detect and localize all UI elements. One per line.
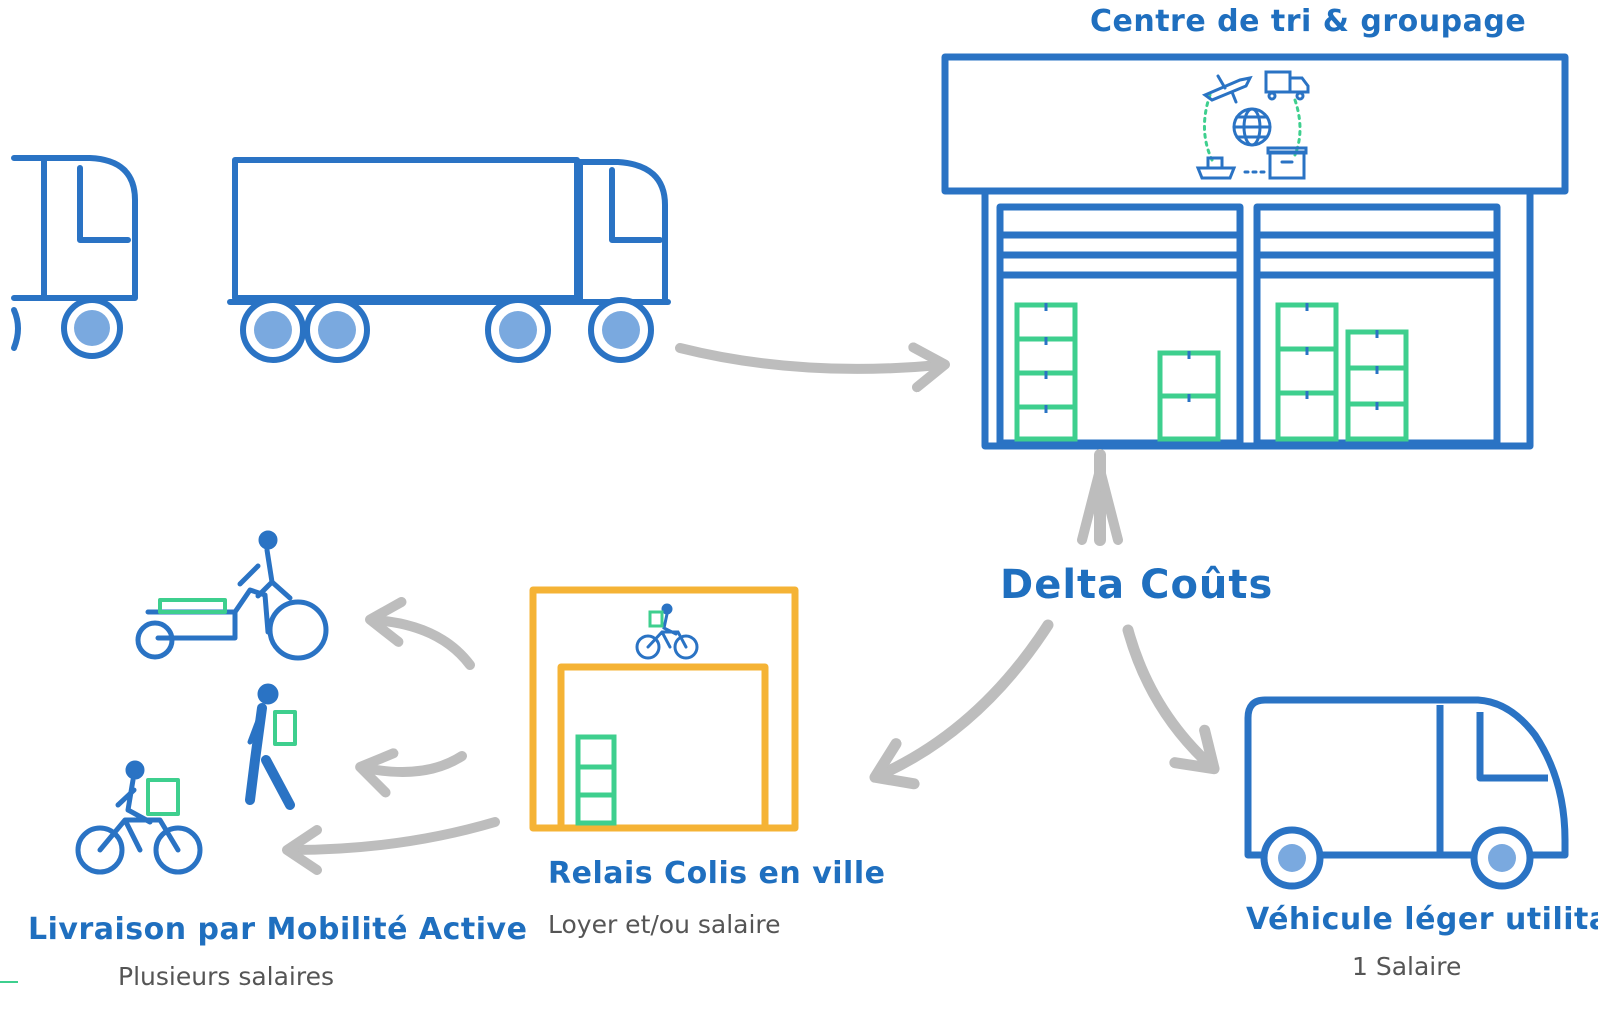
van-icon	[1244, 696, 1569, 890]
van-label: Véhicule léger utilitaire	[1246, 902, 1598, 937]
arrow-to-cargo-bike	[365, 596, 475, 670]
arrow-to-walker	[355, 748, 467, 798]
cargo-bike-icon	[135, 530, 329, 661]
relay-bike-icon	[635, 603, 699, 660]
active-mobility-cost-label: Plusieurs salaires	[118, 962, 335, 991]
arrow-to-cyclist	[282, 817, 500, 875]
cyclist-icon	[75, 760, 203, 875]
sorting-center-label: Centre de tri & groupage	[1090, 4, 1527, 39]
warehouse-boxes	[1014, 302, 1409, 442]
relay-boxes	[575, 734, 617, 826]
relay-label: Relais Colis en ville	[548, 856, 886, 891]
warehouse-icon	[941, 53, 1569, 450]
van-cost-label: 1 Salaire	[1352, 952, 1462, 981]
semi-trailer-icon	[227, 157, 671, 363]
arrow-to-center	[675, 342, 950, 393]
relay-building-icon	[529, 586, 799, 832]
delta-costs-label: Delta Coûts	[1000, 562, 1274, 608]
relay-cost-label: Loyer et/ou salaire	[548, 910, 781, 939]
active-mobility-label: Livraison par Mobilité Active	[28, 912, 528, 947]
arrow-to-van	[1122, 624, 1220, 775]
walker-icon	[245, 683, 297, 810]
arrow-to-relay	[869, 619, 1054, 790]
logistics-globe-icon	[1195, 70, 1310, 180]
truck-icon	[11, 155, 138, 359]
